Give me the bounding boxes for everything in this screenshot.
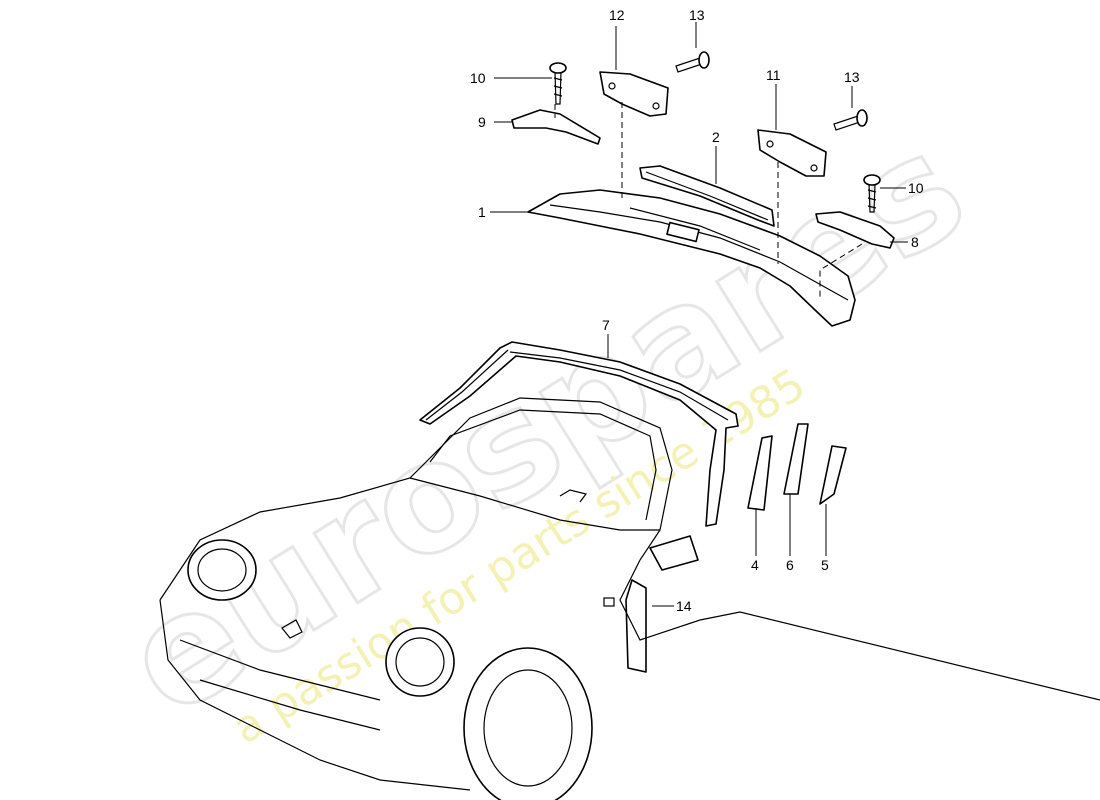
callout-11: 11 bbox=[766, 67, 781, 83]
callout-5: 5 bbox=[821, 557, 829, 573]
callout-1: 1 bbox=[478, 204, 486, 220]
screw-10-upper bbox=[549, 62, 567, 105]
callout-10-upper: 10 bbox=[470, 70, 486, 86]
callout-2: 2 bbox=[712, 129, 720, 145]
screw-10-right bbox=[863, 174, 881, 213]
callout-6: 6 bbox=[786, 557, 794, 573]
part-1-roof-frame-rail bbox=[527, 189, 856, 327]
callout-7: 7 bbox=[602, 317, 610, 333]
part-12-bracket bbox=[599, 71, 669, 117]
callout-13-right: 13 bbox=[844, 69, 860, 85]
callout-12: 12 bbox=[609, 7, 625, 23]
callout-13-upper: 13 bbox=[689, 7, 705, 23]
callout-10-right: 10 bbox=[908, 180, 924, 196]
part-9-clip bbox=[511, 109, 601, 145]
callout-8: 8 bbox=[911, 234, 919, 250]
callouts: 12 13 10 9 11 13 2 10 8 1 7 4 6 5 14 bbox=[470, 7, 924, 614]
callout-4: 4 bbox=[751, 557, 759, 573]
assembly-lines bbox=[554, 102, 863, 300]
part-2-seal-strip bbox=[639, 165, 775, 227]
callout-9: 9 bbox=[478, 114, 486, 130]
part-5-trim bbox=[819, 445, 847, 505]
part-7-windscreen-seal bbox=[419, 341, 739, 527]
screw-13-right bbox=[833, 109, 868, 131]
part-8-clip bbox=[815, 211, 895, 249]
leader-lines bbox=[490, 22, 908, 607]
callout-14: 14 bbox=[676, 598, 692, 614]
part-11-bracket bbox=[757, 129, 827, 177]
part-6-trim bbox=[783, 423, 809, 495]
screw-13-upper bbox=[675, 51, 710, 73]
car-body bbox=[159, 397, 1100, 800]
part-14-pillar-strip bbox=[625, 579, 647, 673]
part-4-trim bbox=[747, 435, 773, 511]
